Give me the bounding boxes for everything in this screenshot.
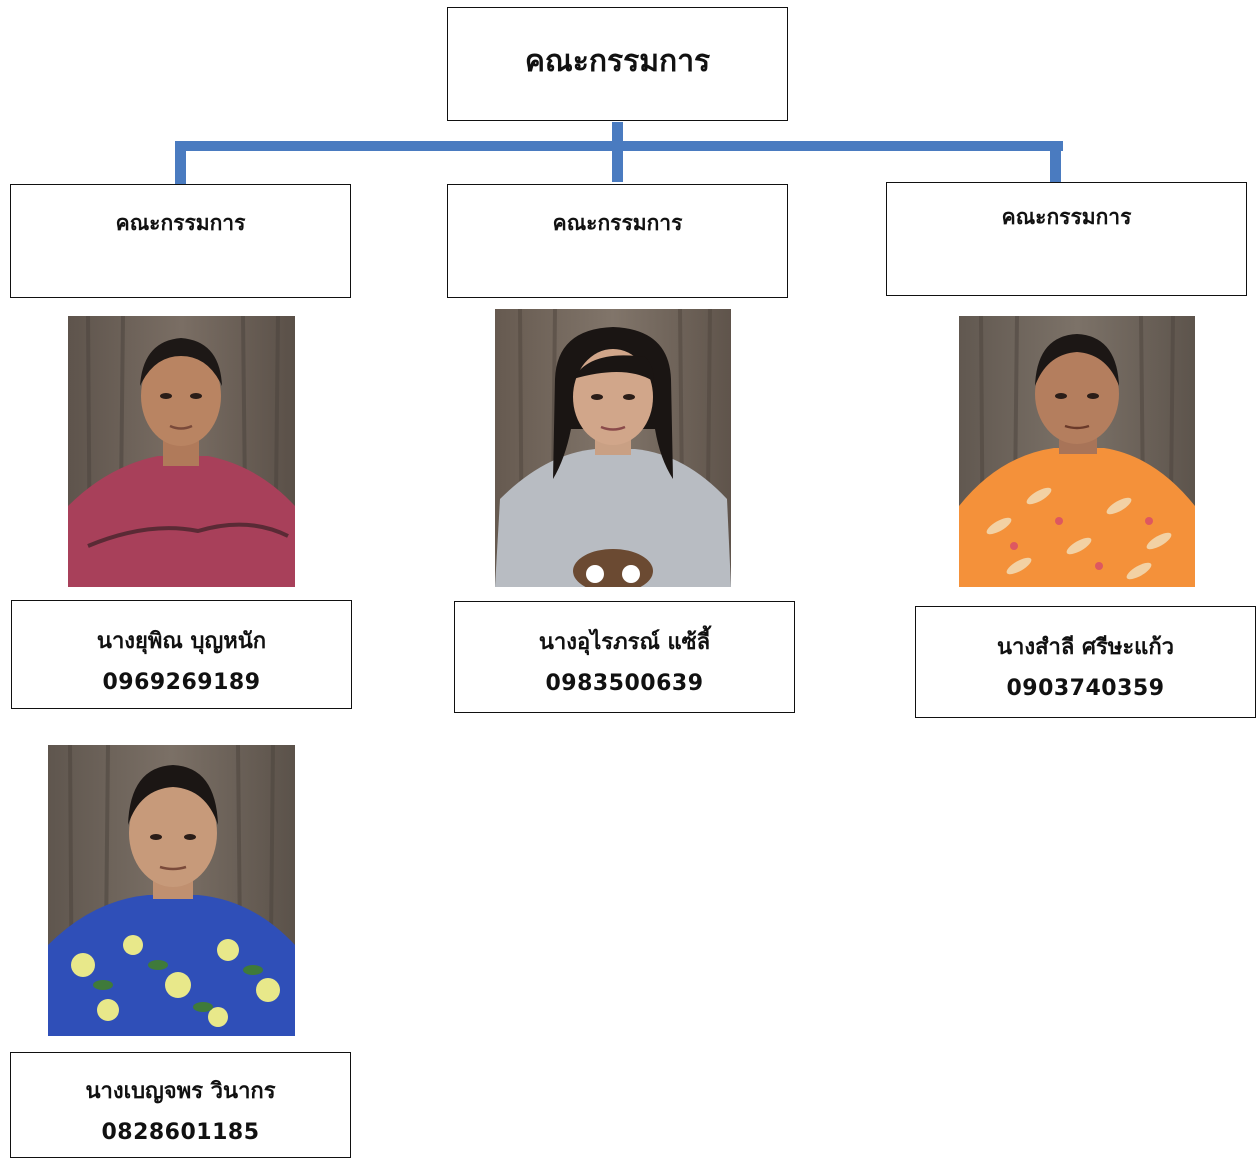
member-card-1: นางยุพิณ บุญหนัก 0969269189: [11, 600, 352, 709]
connector-horizontal-bar: [175, 141, 1063, 151]
connector-right-drop: [1050, 141, 1061, 182]
member-phone: 0969269189: [102, 670, 261, 695]
role-box-center: คณะกรรมการ: [447, 184, 788, 298]
member-photo-2: [495, 309, 731, 587]
role-title: คณะกรรมการ: [552, 211, 683, 235]
role-title: คณะกรรมการ: [1001, 205, 1132, 229]
member-name: นางสำลี ศรีษะแก้ว: [996, 635, 1174, 660]
member-photo-3: [959, 316, 1195, 587]
role-box-right: คณะกรรมการ: [886, 182, 1247, 296]
role-title: คณะกรรมการ: [115, 211, 246, 235]
member-phone: 0903740359: [1006, 676, 1165, 701]
root-title: คณะกรรมการ: [524, 44, 711, 79]
org-chart-root-box: คณะกรรมการ: [447, 7, 788, 121]
connector-trunk: [612, 122, 623, 182]
member-card-4: นางเบญจพร วินากร 0828601185: [10, 1052, 351, 1158]
member-phone: 0983500639: [545, 671, 704, 696]
member-name: นางอุไรภรณ์ แซ้ลี้: [538, 630, 711, 655]
member-name: นางยุพิณ บุญหนัก: [96, 629, 267, 654]
member-phone: 0828601185: [101, 1120, 260, 1145]
member-name: นางเบญจพร วินากร: [85, 1079, 276, 1104]
member-photo-1: [68, 316, 295, 587]
member-card-3: นางสำลี ศรีษะแก้ว 0903740359: [915, 606, 1256, 718]
member-card-2: นางอุไรภรณ์ แซ้ลี้ 0983500639: [454, 601, 795, 713]
member-photo-4: [48, 745, 295, 1036]
role-box-left: คณะกรรมการ: [10, 184, 351, 298]
connector-left-drop: [175, 141, 186, 184]
